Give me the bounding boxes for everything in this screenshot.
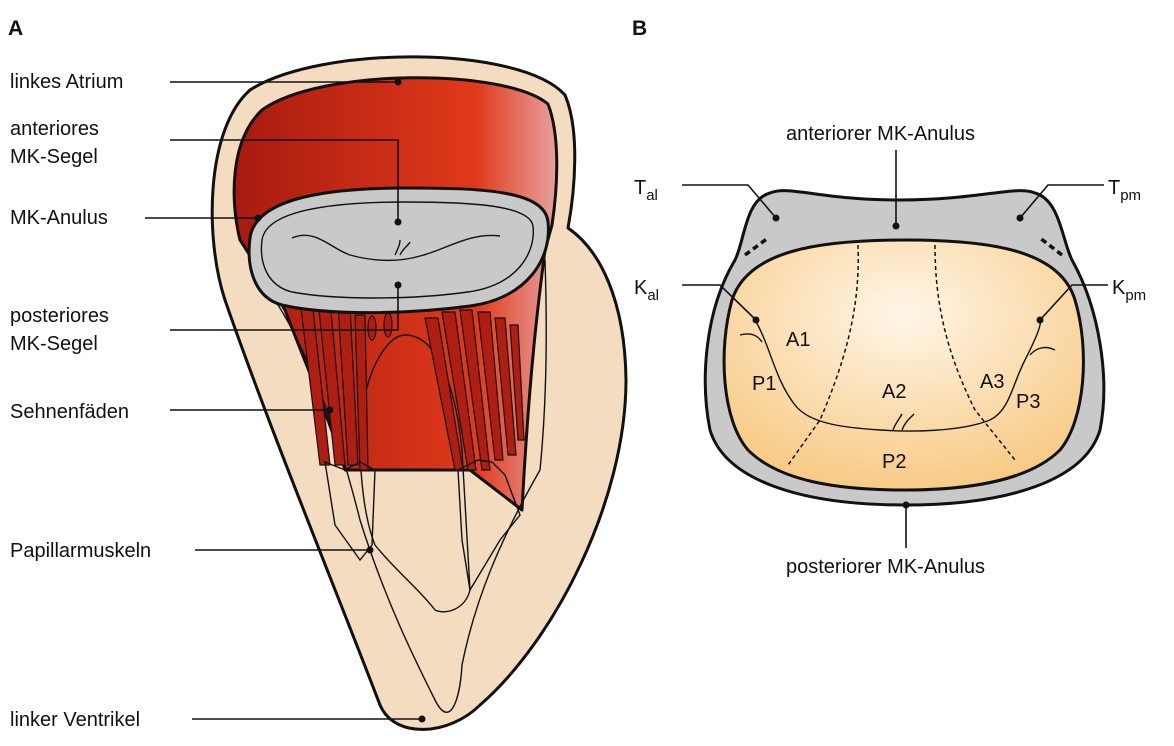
panel-a-letter: A: [8, 17, 23, 40]
label-left-ventricle: linker Ventrikel: [10, 709, 140, 731]
label-papillary-muscles: Papillarmuskeln: [10, 540, 151, 562]
leader-dot-k-pm: [1037, 317, 1044, 324]
panel-a: A: [8, 17, 626, 731]
leader-dot-t-al: [773, 215, 780, 222]
label-t-al: Tal: [634, 177, 658, 204]
label-posterior-leaflet-line1: posteriores: [10, 305, 109, 327]
segment-a2: A2: [882, 381, 906, 403]
label-t-pm: Tpm: [1108, 177, 1141, 204]
leader-dot-left-ventricle: [419, 716, 426, 723]
segment-p1: P1: [752, 373, 776, 395]
leader-dot-posterior-annulus: [903, 502, 910, 509]
leader-dot-papillary-muscles: [367, 547, 374, 554]
segment-a3: A3: [980, 371, 1004, 393]
leader-dot-chordae: [327, 407, 334, 414]
label-mk-annulus: MK-Anulus: [10, 207, 108, 229]
label-anterior-leaflet-line1: anteriores: [10, 118, 99, 140]
panel-b-letter: B: [632, 17, 647, 40]
leader-dot-mk-annulus: [255, 215, 262, 222]
label-k-pm: Kpm: [1112, 277, 1146, 304]
label-anterior-annulus: anteriorer MK-Anulus: [786, 123, 975, 145]
label-chordae: Sehnenfäden: [10, 401, 129, 423]
leader-dot-t-pm: [1017, 215, 1024, 222]
label-posterior-annulus: posteriorer MK-Anulus: [786, 556, 985, 578]
label-posterior-leaflet-line2: MK-Segel: [10, 333, 98, 355]
leader-dot-k-al: [753, 317, 760, 324]
segment-p3: P3: [1016, 391, 1040, 413]
leader-dot-posterior-leaflet: [395, 282, 402, 289]
leader-dot-left-atrium: [395, 79, 402, 86]
panel-b: B A1 A2 A3 P1 P2 P3 anteriorer MK-Anulus…: [632, 17, 1146, 578]
label-anterior-leaflet-line2: MK-Segel: [10, 146, 98, 168]
leader-dot-anterior-leaflet: [395, 219, 402, 226]
label-left-atrium: linkes Atrium: [10, 71, 123, 93]
label-k-al: Kal: [634, 277, 659, 304]
segment-p2: P2: [882, 451, 906, 473]
leader-dot-anterior-annulus: [893, 223, 900, 230]
segment-a1: A1: [786, 329, 810, 351]
